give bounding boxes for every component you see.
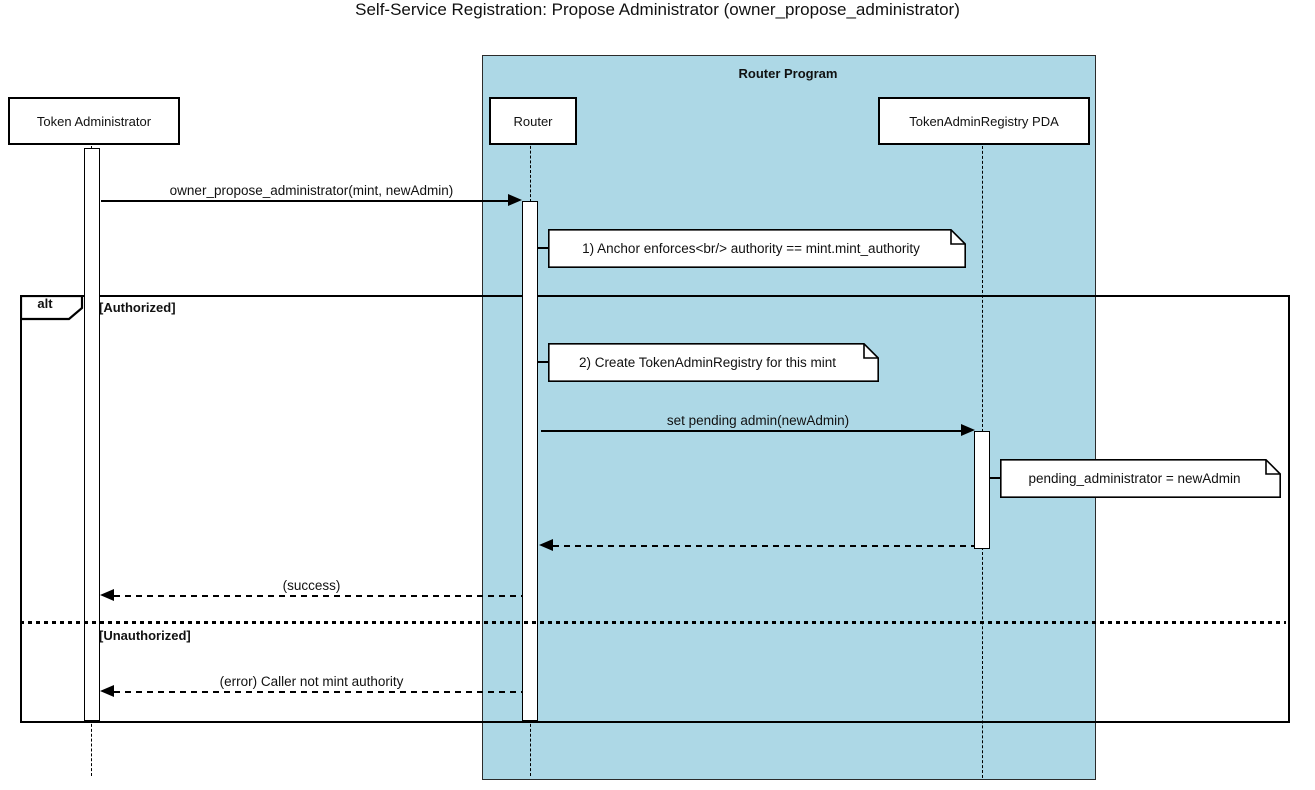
note-anchor-enforces-text: 1) Anchor enforces<br/> authority == min…: [582, 241, 920, 256]
alt-operator-badge: alt: [19, 294, 84, 321]
arrowhead-left-icon: [539, 539, 553, 551]
message-set-pending-admin-label: set pending admin(newAdmin): [666, 413, 850, 428]
participant-token-admin-registry-pda: TokenAdminRegistry PDA: [878, 97, 1090, 145]
arrowhead-right-icon: [508, 194, 522, 206]
note-3-connector: [989, 477, 1000, 479]
note-1-connector: [537, 247, 548, 249]
message-error-label: (error) Caller not mint authority: [219, 674, 404, 689]
note-create-registry: 2) Create TokenAdminRegistry for this mi…: [548, 343, 879, 382]
alt-condition-unauthorized: [Unauthorized]: [99, 628, 191, 643]
lifeline-registry-bottom: [982, 547, 983, 778]
participant-router-label: Router: [513, 113, 553, 129]
message-registry-return-line: [553, 545, 974, 547]
note-2-connector: [537, 361, 548, 363]
lifeline-router-bottom: [530, 719, 531, 776]
message-error-line: [114, 691, 522, 693]
activation-bar-registry: [974, 431, 990, 549]
participant-router: Router: [489, 97, 577, 145]
message-success-line: [114, 595, 522, 597]
note-pending-administrator-text: pending_administrator = newAdmin: [1028, 471, 1241, 486]
alt-condition-authorized: [Authorized]: [99, 300, 176, 315]
note-shape: [548, 229, 966, 268]
page-title: Self-Service Registration: Propose Admin…: [355, 0, 960, 19]
alt-operator-label: alt: [37, 296, 53, 311]
participant-token-administrator: Token Administrator: [8, 97, 180, 145]
lifeline-token-administrator-bottom: [91, 719, 92, 776]
alt-divider: [20, 621, 1286, 624]
router-program-container: [482, 55, 1096, 780]
note-shape: [548, 343, 879, 382]
lifeline-router-top: [530, 141, 531, 202]
note-pending-administrator: pending_administrator = newAdmin: [1000, 459, 1281, 498]
arrowhead-right-icon: [961, 424, 975, 436]
activation-bar-token-administrator: [84, 148, 100, 721]
lifeline-registry-top: [982, 141, 983, 432]
message-owner-propose-label: owner_propose_administrator(mint, newAdm…: [169, 183, 454, 198]
router-program-label: Router Program: [738, 66, 838, 81]
activation-bar-router: [522, 201, 538, 721]
note-shape: [1000, 459, 1281, 498]
message-success-label: (success): [282, 578, 341, 593]
arrowhead-left-icon: [100, 589, 114, 601]
participant-token-administrator-label: Token Administrator: [36, 113, 152, 129]
participant-token-admin-registry-pda-label: TokenAdminRegistry PDA: [909, 113, 1059, 129]
lifeline-token-administrator-top: [91, 141, 92, 149]
arrowhead-left-icon: [100, 685, 114, 697]
message-set-pending-admin-line: [541, 430, 962, 432]
note-anchor-enforces: 1) Anchor enforces<br/> authority == min…: [548, 229, 966, 268]
note-create-registry-text: 2) Create TokenAdminRegistry for this mi…: [578, 355, 837, 370]
message-owner-propose-line: [101, 200, 510, 202]
